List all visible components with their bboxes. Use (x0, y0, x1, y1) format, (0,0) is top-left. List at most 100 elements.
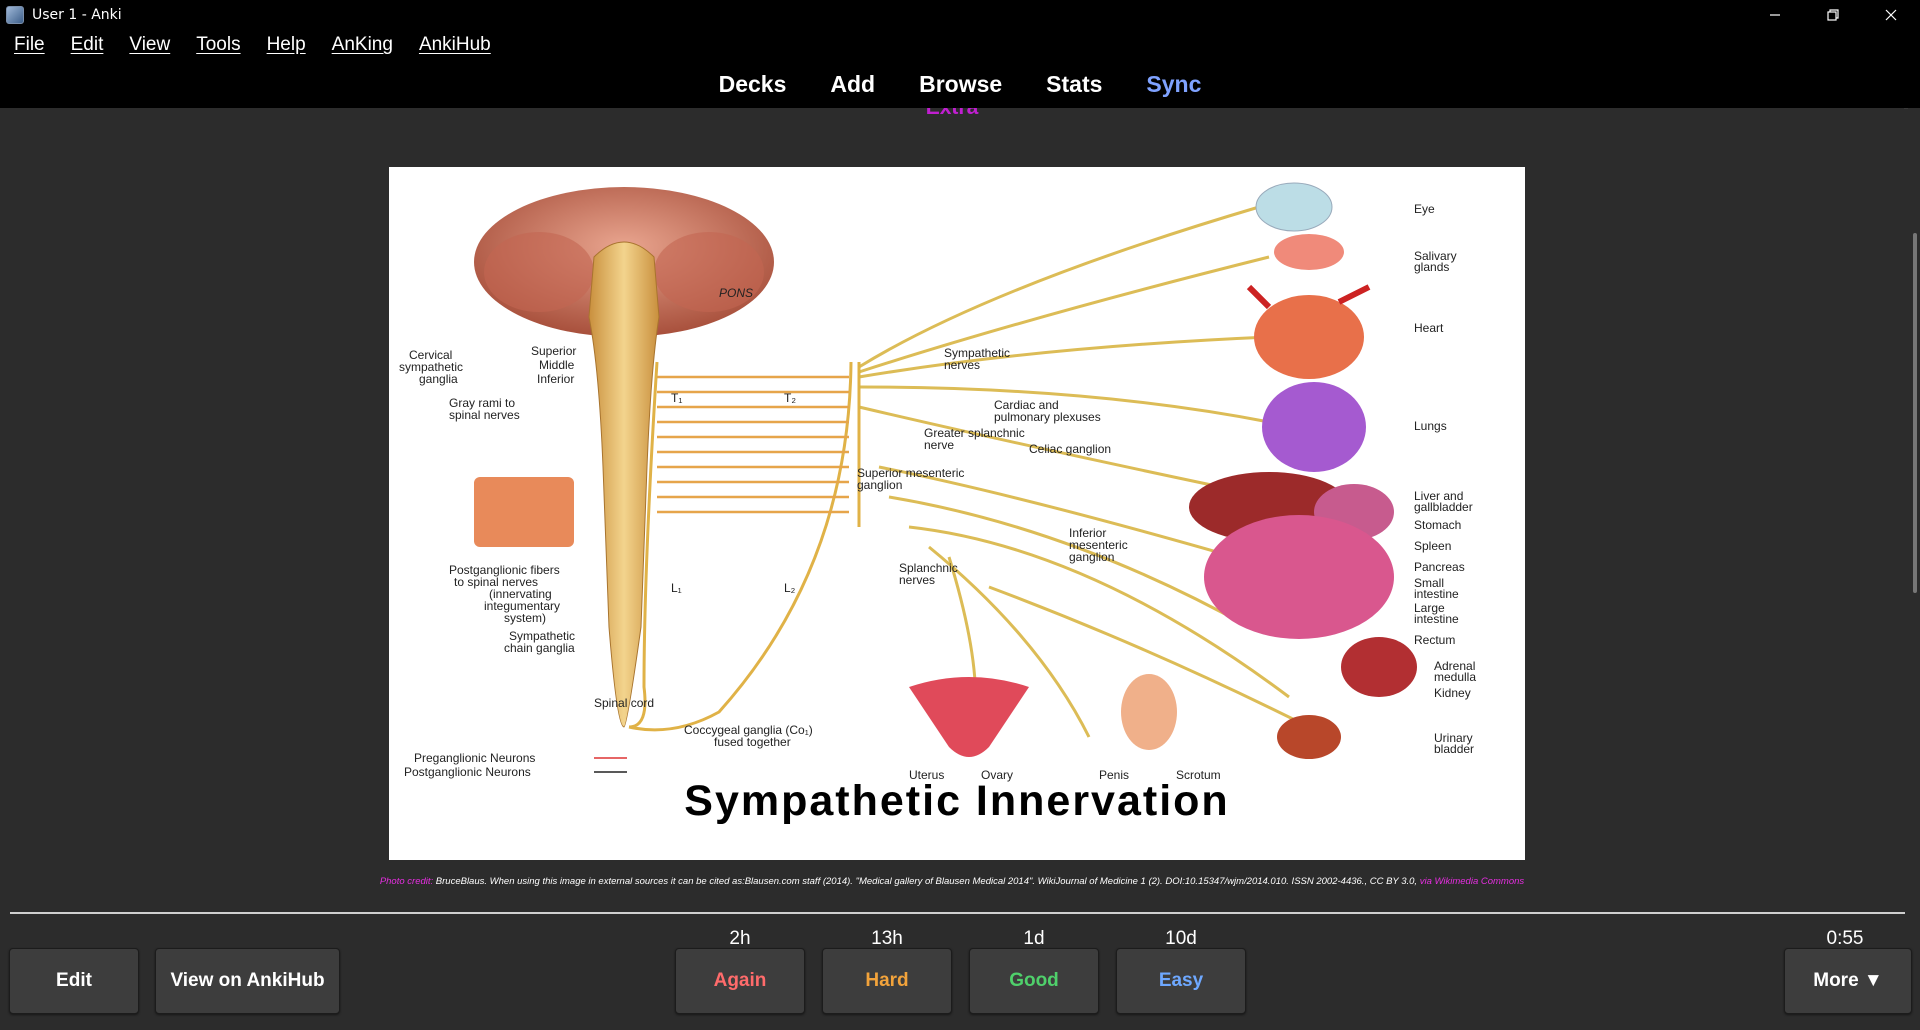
menu-tools[interactable]: Tools (196, 34, 241, 55)
label-bladder: Urinary (1434, 731, 1473, 745)
label-coccygeal-2: fused together (714, 735, 791, 749)
wikimedia-link[interactable]: via Wikimedia Commons (1419, 876, 1525, 887)
menu-view[interactable]: View (129, 34, 171, 55)
label-pons: PONS (719, 286, 753, 300)
answer-bar: Edit View on AnkiHub 2h 13h 1d 10d Again… (0, 914, 1920, 1030)
label-sympathetic-nerves-2: nerves (944, 358, 980, 372)
credit-text: BruceBlaus. When using this image in ext… (433, 876, 1420, 887)
again-interval: 2h (729, 928, 751, 949)
bladder-icon (1277, 715, 1341, 759)
label-greater-splanchnic-2: nerve (924, 438, 954, 452)
label-l1: L₁ (671, 581, 682, 595)
kidney-icon (1341, 637, 1417, 697)
label-stomach: Stomach (1414, 518, 1461, 532)
figure-illustration: PONS Cervical sympathetic ganglia Superi… (399, 182, 1476, 782)
label-large-intestine-2: intestine (1414, 612, 1459, 626)
label-l2: L₂ (784, 581, 796, 595)
close-button[interactable] (1862, 0, 1920, 30)
label-small-intestine: Small (1414, 576, 1444, 590)
label-postganglionic-3: (innervating (489, 587, 552, 601)
label-superior: Superior (531, 344, 576, 358)
toolbar-stats[interactable]: Stats (1046, 70, 1103, 97)
label-pancreas: Pancreas (1414, 560, 1465, 574)
figure-title: Sympathetic Innervation (684, 777, 1230, 825)
label-lungs: Lungs (1414, 419, 1447, 433)
label-cardiac: Cardiac and (994, 398, 1059, 412)
credit-label: Photo credit: (379, 876, 434, 887)
label-cervical-3: ganglia (419, 372, 458, 386)
label-inferior: Inferior (537, 372, 574, 386)
hard-button[interactable]: Hard (822, 948, 952, 1014)
toolbar-browse[interactable]: Browse (919, 70, 1003, 97)
label-adrenal-2: medulla (1434, 670, 1476, 684)
view-on-ankihub-button[interactable]: View on AnkiHub (155, 948, 340, 1014)
toolbar-decks[interactable]: Decks (718, 70, 787, 97)
menu-help[interactable]: Help (266, 34, 306, 55)
label-uterus: Uterus (909, 768, 944, 782)
label-postganglionic: Postganglionic fibers (449, 563, 560, 577)
label-postganglionic-4: integumentary (484, 599, 560, 613)
label-liver-2: gallbladder (1414, 500, 1473, 514)
close-icon (1885, 9, 1897, 21)
label-celiac: Celiac ganglion (1029, 442, 1111, 456)
again-button[interactable]: Again (675, 948, 805, 1014)
review-timer: 0:55 (1826, 928, 1864, 949)
label-scrotum: Scrotum (1176, 768, 1221, 782)
menu-file[interactable]: File (14, 34, 45, 55)
label-salivary: Salivary (1414, 249, 1457, 263)
bottom-divider (10, 912, 1905, 914)
label-adrenal: Adrenal (1434, 659, 1475, 673)
uterus-icon (909, 677, 1029, 757)
label-coccygeal: Coccygeal ganglia (Co₁) (684, 723, 813, 737)
label-middle: Middle (539, 358, 575, 372)
easy-button[interactable]: Easy (1116, 948, 1246, 1014)
label-cervical: Cervical (409, 348, 452, 362)
minimize-icon (1770, 14, 1780, 16)
main-toolbar: Decks Add Browse Stats Sync (0, 60, 1920, 109)
restore-button[interactable] (1804, 0, 1862, 30)
more-button[interactable]: More ▼ (1784, 948, 1912, 1014)
nerve-tracts-icon (858, 205, 1310, 748)
menu-bar: File Edit View Tools Help AnKing AnkiHub (0, 30, 1920, 60)
photo-credit: Photo credit: BruceBlaus. When using thi… (0, 876, 1904, 887)
good-interval: 1d (1023, 928, 1045, 949)
label-ovary: Ovary (981, 768, 1013, 782)
label-spinal-cord: Spinal cord (594, 696, 654, 710)
label-large-intestine: Large (1414, 601, 1445, 615)
spinal-cord-icon (588, 241, 660, 728)
label-rectum: Rectum (1414, 633, 1455, 647)
label-gray-rami-2: spinal nerves (449, 408, 520, 422)
label-eye: Eye (1414, 202, 1435, 216)
toolbar-add[interactable]: Add (830, 70, 876, 97)
restore-icon (1827, 9, 1839, 21)
label-postganglionic-5: system) (504, 611, 546, 625)
good-button[interactable]: Good (969, 948, 1099, 1014)
card-scrollbar-thumb[interactable] (1913, 233, 1917, 593)
label-bladder-2: bladder (1434, 742, 1474, 756)
label-splanchnic: Splanchnic (899, 561, 958, 575)
label-spleen: Spleen (1414, 539, 1451, 553)
easy-interval: 10d (1165, 928, 1197, 949)
toolbar-sync[interactable]: Sync (1146, 70, 1202, 97)
label-chain-ganglia-2: chain ganglia (504, 641, 575, 655)
skin-cross-section-icon (474, 477, 574, 547)
label-inferior-mesenteric: Inferior (1069, 526, 1106, 540)
minimize-button[interactable] (1746, 0, 1804, 30)
label-splanchnic-2: nerves (899, 573, 935, 587)
label-gray-rami: Gray rami to (449, 396, 515, 410)
menu-edit[interactable]: Edit (70, 34, 104, 55)
label-cardiac-2: pulmonary plexuses (994, 410, 1101, 424)
salivary-glands-icon (1274, 234, 1344, 270)
menu-ankihub[interactable]: AnkiHub (418, 34, 491, 55)
edit-button[interactable]: Edit (9, 948, 139, 1014)
label-greater-splanchnic: Greater splanchnic (924, 426, 1025, 440)
label-preganglionic-neurons: Preganglionic Neurons (414, 751, 535, 765)
menu-anking[interactable]: AnKing (331, 34, 393, 55)
sympathetic-chain-icon (628, 361, 861, 732)
title-bar: User 1 - Anki (0, 0, 1920, 30)
lungs-icon (1262, 382, 1366, 472)
label-superior-mesenteric: Superior mesenteric (857, 466, 964, 480)
window-controls (1746, 0, 1920, 30)
label-inferior-mesenteric-2: mesenteric (1069, 538, 1128, 552)
label-heart: Heart (1414, 321, 1444, 335)
